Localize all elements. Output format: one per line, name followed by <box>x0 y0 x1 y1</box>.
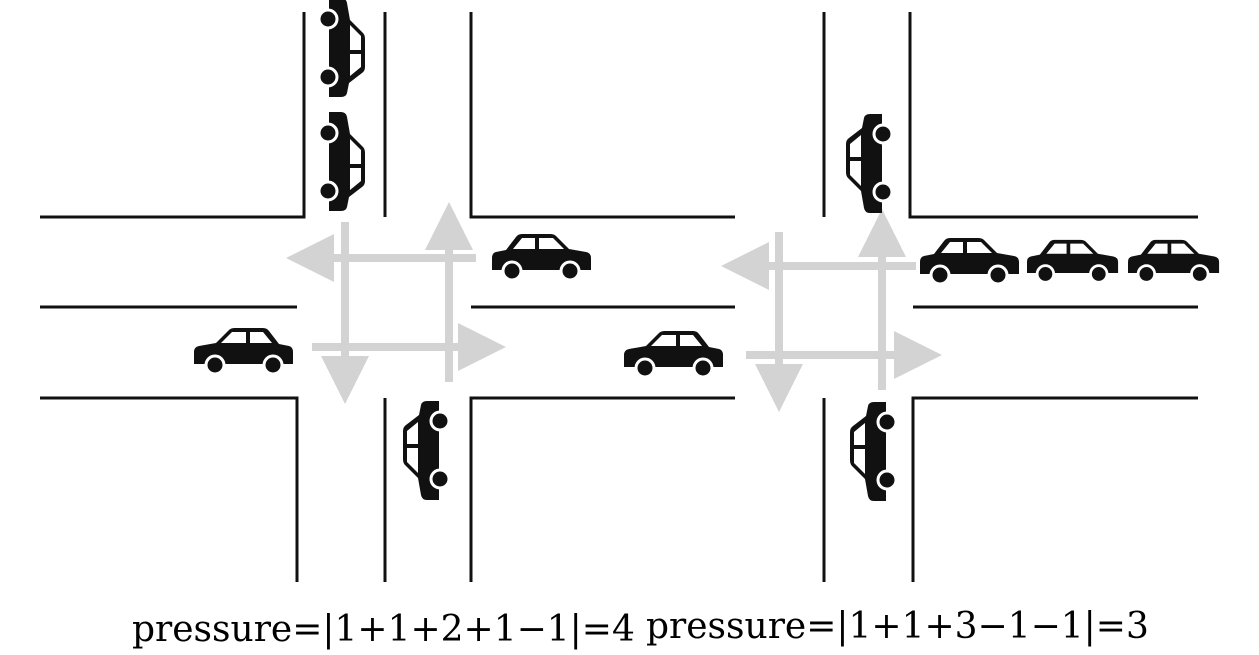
road-lines <box>40 12 735 582</box>
pressure-caption-1: pressure=|1+1+2+1−1|=4 <box>132 609 635 650</box>
car-icon <box>317 0 367 99</box>
movement-arrows <box>721 209 942 412</box>
car-icon <box>401 399 451 502</box>
car-icon <box>490 232 593 282</box>
car-icon <box>848 400 898 503</box>
road-lines <box>822 12 1198 582</box>
car-icon <box>317 110 367 213</box>
car-icon <box>192 326 295 376</box>
car-icon <box>1025 238 1120 284</box>
car-icon <box>1126 238 1221 284</box>
car-icon <box>918 236 1021 286</box>
intersection-2 <box>622 12 1221 582</box>
intersection-1 <box>40 0 735 582</box>
movement-arrows <box>286 202 506 404</box>
pressure-caption-2: pressure=|1+1+3−1−1|=3 <box>646 606 1149 647</box>
car-icon <box>622 329 725 379</box>
car-icon <box>844 112 894 215</box>
vehicles <box>192 0 593 502</box>
